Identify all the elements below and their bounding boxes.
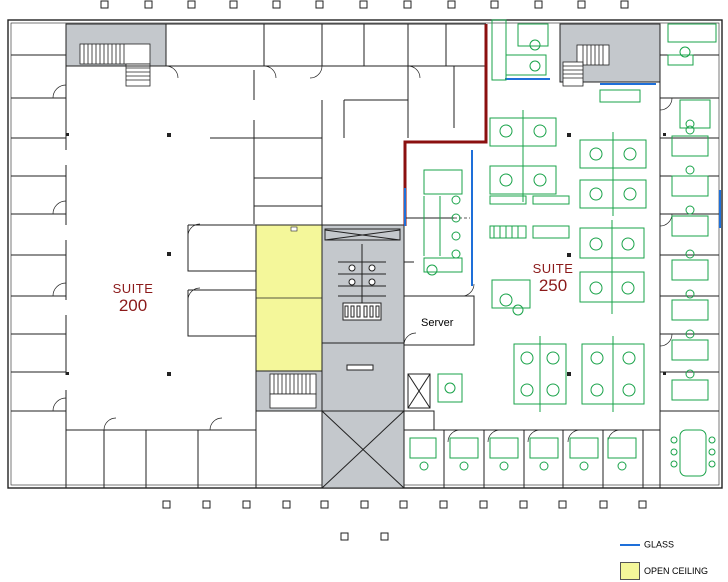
open-ceiling-area (255, 224, 323, 372)
legend-glass-label: GLASS (644, 539, 675, 550)
suite-250-name: SUITE (532, 261, 574, 276)
suite-200-name: SUITE (112, 281, 154, 296)
legend-open-ceiling-label: OPEN CEILING (644, 566, 709, 576)
suite-boundary (403, 24, 488, 226)
suite-200-number: 200 (118, 296, 148, 315)
exterior-columns (100, 0, 647, 541)
suite-200-label: SUITE 200 (106, 282, 160, 314)
suite-250-number: 250 (538, 276, 568, 295)
stairs (79, 43, 610, 409)
interior-columns (66, 133, 666, 376)
glass-swatch (620, 543, 640, 546)
elevator-shafts (324, 228, 431, 409)
legend-glass: GLASS (620, 539, 674, 550)
workstations (409, 19, 717, 477)
glass-partitions (404, 78, 721, 286)
server-room-label: Server (421, 317, 454, 329)
legend-open-ceiling: OPEN CEILING (620, 562, 708, 580)
open-ceiling-swatch (620, 562, 640, 580)
suite-250-label: SUITE 250 (528, 262, 578, 294)
